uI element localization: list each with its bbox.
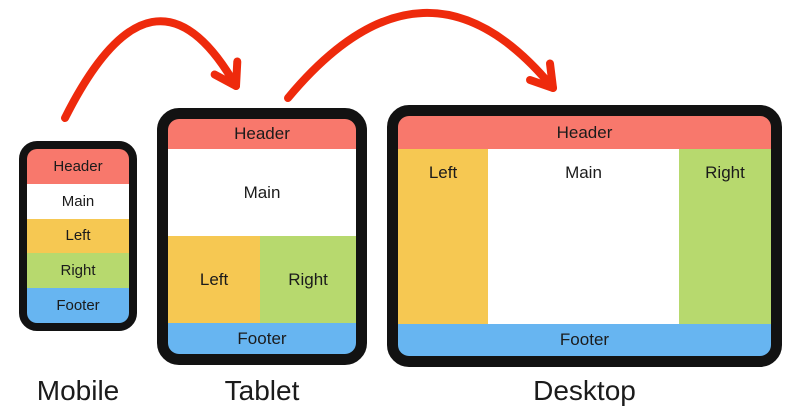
tablet-footer-region: Footer (168, 323, 356, 354)
tablet-device-frame: Header Main Left Right Footer (157, 108, 367, 365)
desktop-main-region: Main (488, 149, 679, 324)
desktop-caption: Desktop (533, 375, 636, 406)
arrow-tablet-to-desktop-curve (284, 9, 557, 102)
desktop-device-frame: Header Left Main Right Footer (387, 105, 782, 367)
desktop-columns-row: Left Main Right (398, 149, 771, 324)
arrow-mobile-to-tablet-head (210, 57, 242, 90)
mobile-main-region: Main (27, 183, 129, 219)
mobile-right-region: Right (27, 253, 129, 289)
arrow-tablet-to-desktop-head (526, 59, 557, 92)
desktop-right-region: Right (679, 149, 771, 324)
tablet-right-region: Right (260, 236, 356, 323)
tablet-left-region: Left (168, 236, 261, 323)
desktop-left-region: Left (398, 149, 488, 324)
arrow-mobile-to-tablet-curve (61, 17, 240, 122)
mobile-header-region: Header (27, 149, 129, 184)
mobile-device-frame: Header Main Left Right Footer (19, 141, 137, 331)
tablet-main-region: Main (168, 149, 356, 236)
mobile-footer-region: Footer (27, 288, 129, 323)
tablet-caption: Tablet (224, 375, 300, 406)
tablet-sidebar-row: Left Right (168, 236, 356, 323)
desktop-header-region: Header (398, 116, 771, 149)
mobile-caption: Mobile (36, 375, 120, 406)
arrow-tablet-to-desktop-icon (284, 9, 557, 102)
tablet-header-region: Header (168, 119, 356, 149)
desktop-footer-region: Footer (398, 324, 771, 356)
mobile-left-region: Left (27, 218, 129, 254)
arrow-mobile-to-tablet-icon (61, 17, 242, 122)
